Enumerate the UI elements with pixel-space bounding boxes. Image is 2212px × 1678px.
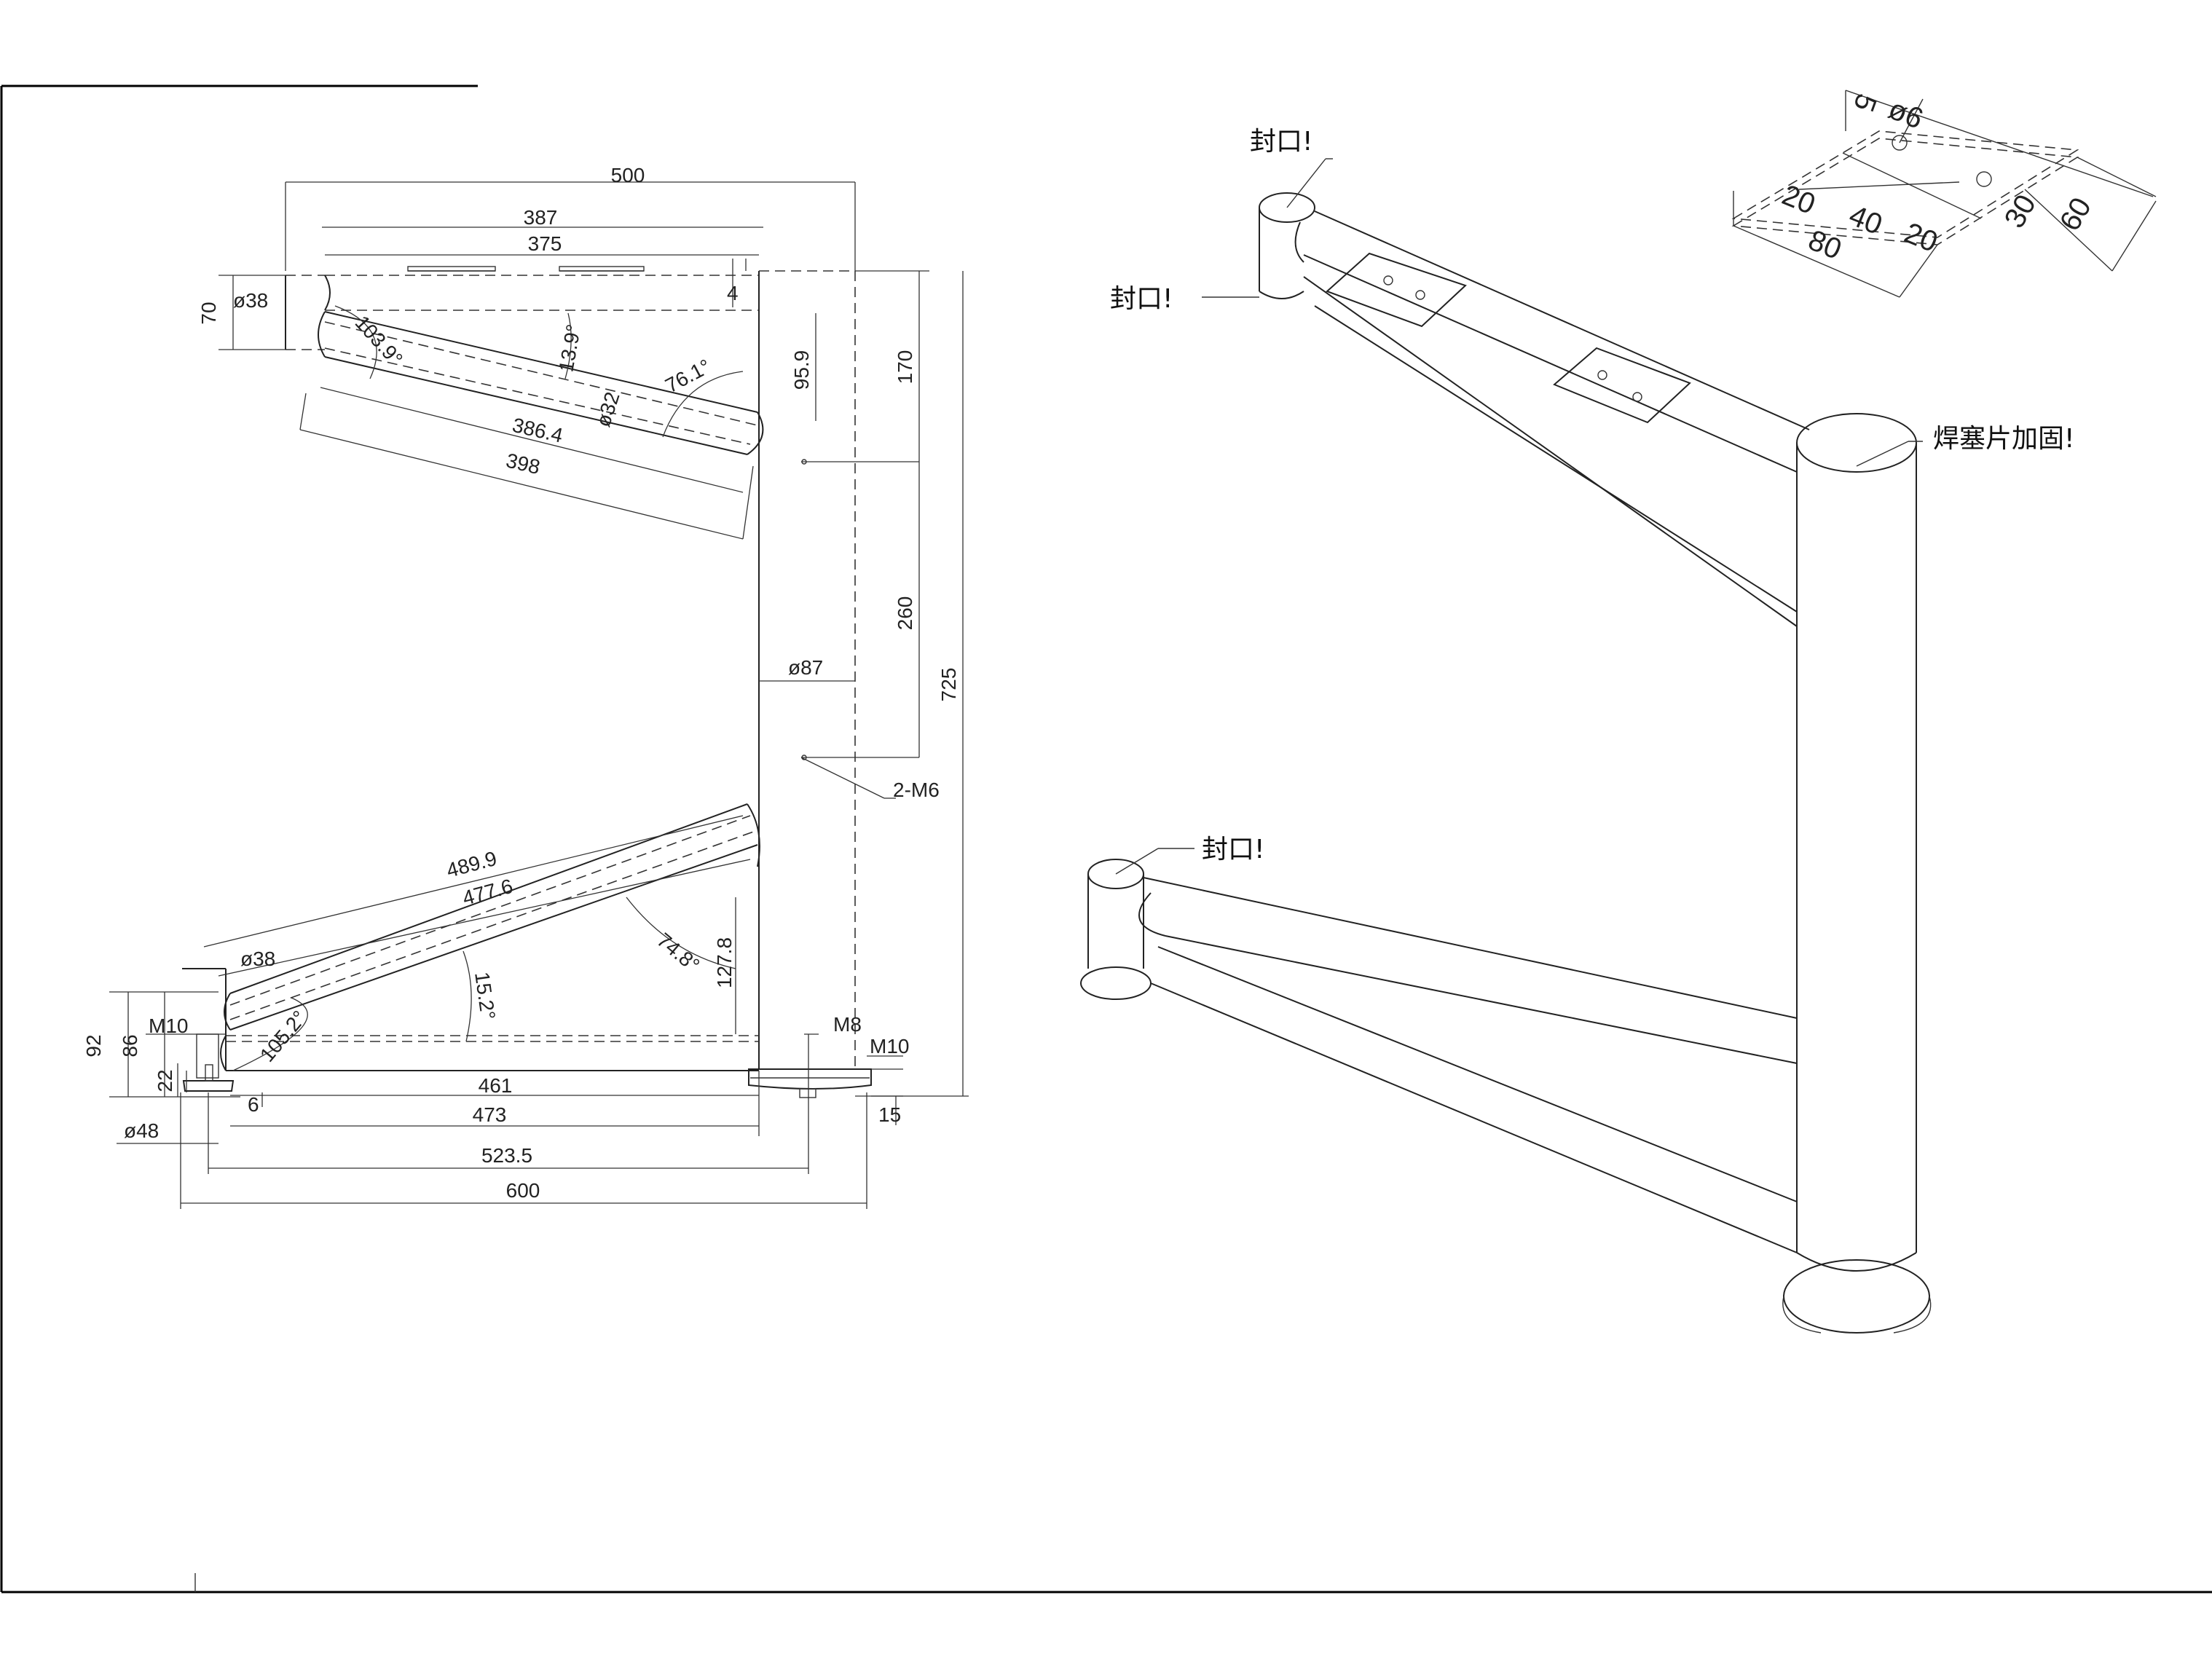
thread-m8: M8: [833, 1013, 862, 1036]
note-weld-plug: 焊塞片加固!: [1933, 424, 2074, 454]
dim-386-4: 386.4: [511, 414, 565, 447]
angle-76-1: 76.1°: [661, 355, 715, 397]
angle-103-9: 103.9°: [351, 311, 407, 370]
dim-127-8: 127.8: [713, 937, 736, 988]
drawing-frame: [0, 84, 2212, 1594]
dim-500: 500: [611, 164, 645, 186]
note-seal-top: 封口!: [1250, 127, 1312, 157]
dim-170: 170: [894, 350, 916, 385]
dim-phi87: ø87: [788, 656, 823, 679]
thread-2-m6: 2-M6: [893, 779, 940, 801]
thread-m10-left: M10: [149, 1015, 188, 1037]
angle-74-8: 74.8°: [653, 929, 704, 977]
dim-260: 260: [894, 596, 916, 631]
dim-6: 6: [248, 1093, 259, 1116]
dim-725: 725: [937, 668, 960, 702]
detail-dim-60: 60: [2054, 192, 2098, 237]
dim-22: 22: [154, 1069, 176, 1092]
angle-15-2: 15.2°: [471, 971, 500, 1021]
dim-phi38-top: ø38: [233, 289, 268, 312]
detail-dim-20a: 20: [1778, 179, 1820, 221]
dim-15: 15: [878, 1103, 901, 1126]
detail-dim-30: 30: [1999, 189, 2042, 234]
dim-461: 461: [479, 1074, 513, 1097]
dim-70: 70: [197, 302, 220, 324]
dim-523-5: 523.5: [481, 1144, 532, 1167]
dim-95-9: 95.9: [790, 350, 813, 390]
detail-dim-5: 5: [1847, 90, 1883, 116]
iso-view-notes: 封口! 封口! 封口! 焊塞片加固!: [1110, 127, 2074, 864]
note-seal-bottom: 封口!: [1202, 835, 1264, 864]
dim-398: 398: [504, 449, 542, 478]
dim-phi48: ø48: [124, 1119, 159, 1142]
note-seal-mid: 封口!: [1110, 284, 1173, 314]
dim-phi38-bot: ø38: [240, 948, 275, 970]
dim-473: 473: [473, 1103, 507, 1126]
plate-detail: [1731, 90, 2157, 298]
detail-dim-80: 80: [1804, 224, 1846, 266]
front-view-labels: 500 387 375 70 ø38 4 103.9° 13.9° 95.9 7…: [82, 164, 960, 1202]
dim-phi32: ø32: [591, 389, 623, 429]
dim-375: 375: [528, 232, 562, 255]
plate-detail-labels: 5 ø6 20 40 20 80 30 60: [1778, 90, 2098, 266]
detail-dim-20b: 20: [1900, 217, 1943, 259]
detail-dim-40: 40: [1845, 200, 1887, 241]
dim-86: 86: [119, 1034, 141, 1057]
dim-92: 92: [82, 1034, 105, 1057]
iso-view: [1080, 158, 1932, 1334]
dim-600: 600: [506, 1179, 540, 1202]
detail-dim-phi6: ø6: [1884, 93, 1928, 135]
thread-m10-right: M10: [870, 1035, 909, 1057]
front-view: [109, 181, 969, 1209]
angle-13-9: 13.9°: [554, 323, 585, 374]
dim-4: 4: [727, 282, 739, 304]
dim-387: 387: [524, 206, 558, 229]
